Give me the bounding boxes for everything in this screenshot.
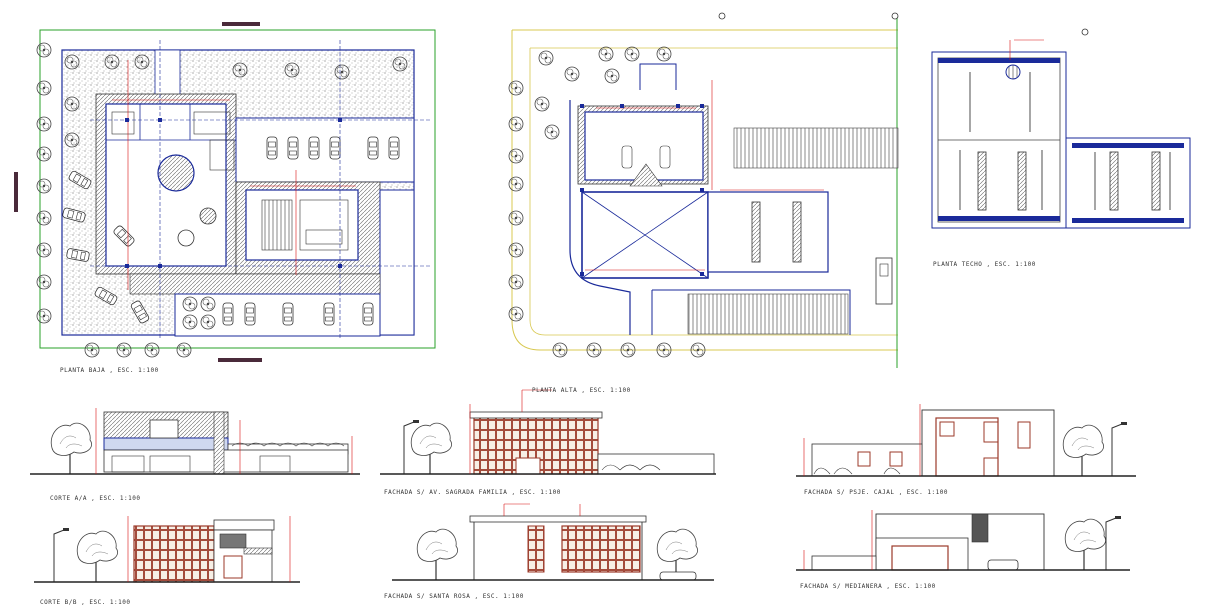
elevation-sagrada-familia: PLANTA ALTA , ESC. 1:100 FACHADA S/ AV. …: [380, 387, 716, 496]
label-fachada-santa-rosa: FACHADA S/ SANTA ROSA , ESC. 1:100: [384, 593, 524, 600]
elevation-medianera: FACHADA S/ MEDIANERA , ESC. 1:100: [796, 510, 1130, 590]
elevation-santa-rosa: FACHADA S/ SANTA ROSA , ESC. 1:100: [384, 503, 714, 600]
label-fachada-medianera: FACHADA S/ MEDIANERA , ESC. 1:100: [800, 583, 936, 590]
plan-upper-floor: [508, 12, 899, 368]
elevation-cajal: FACHADA S/ PSJE. CAJAL , ESC. 1:100: [796, 404, 1136, 496]
site-boundary-green: [39, 29, 436, 349]
label-fachada-cajal: FACHADA S/ PSJE. CAJAL , ESC. 1:100: [804, 489, 948, 496]
section-bb: CORTE B/B , ESC. 1:100: [34, 516, 300, 606]
label-planta-alta: PLANTA ALTA , ESC. 1:100: [532, 387, 631, 394]
label-fachada-sagrada-familia: FACHADA S/ AV. SAGRADA FAMILIA , ESC. 1:…: [384, 489, 561, 496]
label-corte-aa: CORTE A/A , ESC. 1:100: [50, 495, 140, 502]
label-planta-baja: PLANTA BAJA , ESC. 1:100: [60, 367, 159, 374]
plan-roof: PLANTA TECHO , ESC. 1:100: [931, 28, 1191, 268]
plan-ground-floor: PLANTA BAJA , ESC. 1:100: [14, 22, 436, 374]
section-aa: CORTE A/A , ESC. 1:100: [30, 408, 360, 502]
label-planta-techo: PLANTA TECHO , ESC. 1:100: [933, 261, 1036, 268]
label-corte-bb: CORTE B/B , ESC. 1:100: [40, 599, 130, 606]
